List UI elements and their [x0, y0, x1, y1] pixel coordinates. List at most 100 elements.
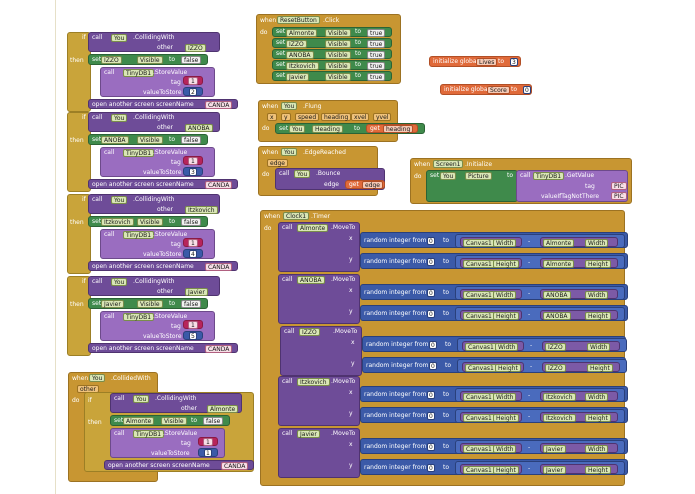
dimension-dropdown[interactable]: Height	[493, 466, 519, 474]
sprite-dropdown[interactable]: IZZO	[299, 328, 320, 336]
sprite-dropdown[interactable]: Itzkovich	[297, 378, 330, 386]
random-from[interactable]: 0	[429, 341, 437, 349]
get-edge[interactable]: get edge	[345, 180, 385, 189]
screen-text[interactable]: CANDA	[205, 345, 233, 353]
target-dropdown[interactable]: ANOBA	[286, 51, 314, 59]
dimension-dropdown[interactable]: Height	[495, 364, 521, 372]
property-dropdown[interactable]: Visible	[325, 62, 351, 70]
sprite-dropdown[interactable]: ANOBA	[543, 312, 571, 320]
sprite-getter[interactable]: IZZO Height	[542, 362, 620, 372]
sprite-dropdown[interactable]: Itzkovich	[543, 414, 576, 422]
value-number[interactable]: 5	[189, 332, 197, 340]
tag-text[interactable]: 1	[188, 239, 198, 247]
dimension-dropdown[interactable]: Width	[585, 291, 609, 299]
canvas-dropdown[interactable]: Canvas1	[465, 364, 497, 372]
property-dropdown[interactable]: Visible	[161, 417, 187, 425]
global-lives[interactable]: initialize global Lives to 3	[429, 56, 521, 67]
sprite-dropdown[interactable]: You	[133, 395, 150, 403]
canvas-dropdown[interactable]: Canvas1	[463, 312, 495, 320]
dimension-dropdown[interactable]: Height	[585, 260, 611, 268]
sprite-dropdown[interactable]: You	[294, 170, 311, 178]
param-x[interactable]: x	[267, 113, 277, 121]
text-block[interactable]: 1	[183, 320, 203, 329]
sprite-dropdown[interactable]: You	[440, 172, 457, 180]
flung-event[interactable]: when You .Flung x y speed heading xvel y…	[258, 100, 398, 142]
text-block[interactable]: 1	[198, 437, 218, 446]
tag-text[interactable]: 1	[188, 321, 198, 329]
dimension-dropdown[interactable]: Height	[585, 312, 611, 320]
fallback-text[interactable]: PIC	[611, 192, 627, 200]
sprite-dropdown[interactable]: You	[281, 148, 298, 156]
boolean-true[interactable]: true	[367, 51, 386, 59]
tag-text[interactable]: 1	[188, 77, 198, 85]
target-dropdown[interactable]: IZZO	[101, 56, 122, 64]
canvas-dropdown[interactable]: Canvas1	[463, 414, 495, 422]
text-block[interactable]: 1	[183, 238, 203, 247]
boolean-false[interactable]: false	[181, 56, 202, 64]
sprite-dropdown[interactable]: You	[111, 114, 128, 122]
param-edge[interactable]: edge	[267, 159, 288, 167]
sprite-dropdown[interactable]: Almonte	[543, 239, 575, 247]
target-dropdown[interactable]: Javier	[286, 73, 309, 81]
var-value[interactable]: 3	[510, 58, 518, 66]
dimension-dropdown[interactable]: Height	[493, 312, 519, 320]
screen-text[interactable]: CANDA	[205, 181, 233, 189]
dimension-dropdown[interactable]: Height	[587, 364, 613, 372]
other-dropdown[interactable]: Almonte	[207, 405, 239, 413]
dimension-dropdown[interactable]: Height	[585, 414, 611, 422]
set-heading-block[interactable]: set You Heading to	[275, 123, 425, 134]
property-dropdown[interactable]: Visible	[325, 29, 351, 37]
property-dropdown[interactable]: Heading	[312, 125, 343, 133]
sprite-dropdown[interactable]: You	[111, 196, 128, 204]
value-number[interactable]: 2	[189, 88, 197, 96]
target-dropdown[interactable]: IZZO	[286, 40, 307, 48]
target-dropdown[interactable]: Almonte	[286, 29, 318, 37]
db-dropdown[interactable]: TinyDB1	[123, 313, 155, 321]
canvas-dropdown[interactable]: Canvas1	[463, 291, 495, 299]
screen-text[interactable]: CANDA	[205, 101, 233, 109]
random-from[interactable]: 0	[427, 237, 435, 245]
property-dropdown[interactable]: Picture	[465, 172, 492, 180]
param-yvel[interactable]: yvel	[373, 113, 392, 121]
set-visible-block[interactable]: set Almonte Visible to false	[110, 415, 230, 426]
number-block[interactable]: 2	[183, 87, 203, 96]
db-dropdown[interactable]: TinyDB1	[133, 430, 165, 438]
sprite-dropdown[interactable]: Javier	[297, 430, 320, 438]
number-block[interactable]: 3	[183, 167, 203, 176]
sprite-dropdown[interactable]: You	[281, 102, 298, 110]
random-from[interactable]: 0	[427, 391, 435, 399]
random-from[interactable]: 0	[427, 289, 435, 297]
sprite-dropdown[interactable]: IZZO	[545, 364, 566, 372]
boolean-true[interactable]: true	[367, 73, 386, 81]
screen-text[interactable]: CANDA	[221, 462, 249, 470]
property-dropdown[interactable]: Visible	[137, 218, 163, 226]
other-dropdown[interactable]: Javier	[185, 288, 208, 296]
